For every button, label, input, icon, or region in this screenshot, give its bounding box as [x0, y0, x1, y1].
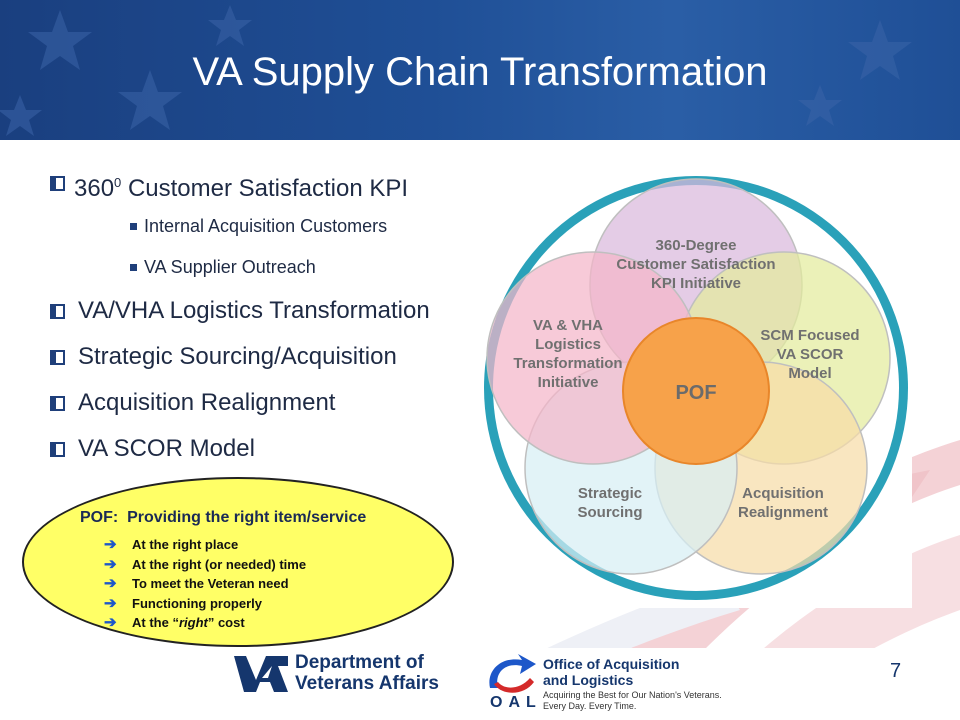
- pof-callout-list: ➔ At the right place ➔ At the right (or ne…: [104, 535, 306, 633]
- va-wordmark: Department of Veterans Affairs: [295, 652, 439, 694]
- sub-bullet-internal: Internal Acquisition Customers: [48, 214, 488, 255]
- sub-bullet-supplier: VA Supplier Outreach: [48, 255, 488, 296]
- bullet-text: 360: [74, 175, 115, 202]
- square-bullet-icon: [130, 223, 137, 230]
- checkbox-bullet-icon: [50, 304, 65, 319]
- oal-line-1: Office of Acquisition: [543, 656, 680, 672]
- bullet-text: VA/VHA Logistics Transformation: [78, 297, 430, 324]
- center-circle: [622, 317, 770, 465]
- pof-item-text: At the right place: [132, 537, 239, 552]
- arrow-right-icon: ➔: [104, 555, 117, 573]
- page-title: VA Supply Chain Transformation: [192, 50, 768, 94]
- title-banner: VA Supply Chain Transformation: [0, 0, 960, 140]
- bullet-text: VA SCOR Model: [78, 435, 255, 462]
- bullet-realignment: Acquisition Realignment: [48, 388, 488, 434]
- bullet-text: Acquisition Realignment: [78, 389, 336, 416]
- arrow-right-icon: ➔: [104, 536, 117, 553]
- sub-bullet-text: Internal Acquisition Customers: [144, 216, 388, 236]
- pof-item-italic: right: [178, 615, 208, 630]
- pof-item: ➔ To meet the Veteran need: [104, 574, 306, 594]
- oal-tagline: Acquiring the Best for Our Nation's Vete…: [543, 690, 722, 712]
- va-line: Department of: [295, 652, 424, 673]
- pof-callout-oval: [22, 477, 454, 647]
- sub-bullet-text: VA Supplier Outreach: [144, 257, 316, 277]
- bullet-list: 3600 Customer Satisfaction KPI Internal …: [48, 168, 488, 480]
- oal-line-2: and Logistics: [543, 672, 634, 688]
- pof-item: ➔ At the right place: [104, 535, 306, 555]
- pof-item: ➔ At the “right” cost: [104, 613, 306, 633]
- arrow-right-icon: ➔: [104, 594, 117, 612]
- footer: [0, 648, 960, 720]
- pof-item-text: Functioning properly: [132, 595, 262, 611]
- pof-item-text: At the right (or needed) time: [132, 556, 307, 572]
- oal-swoosh-logo: [489, 654, 536, 693]
- pof-callout-title: POF: Providing the right item/service: [80, 509, 367, 526]
- bullet-text: Customer Satisfaction KPI: [121, 175, 409, 202]
- bullet-logistics: VA/VHA Logistics Transformation: [48, 296, 488, 342]
- bullet-scor: VA SCOR Model: [48, 434, 488, 480]
- checkbox-bullet-icon: [50, 442, 65, 457]
- bullet-sourcing: Strategic Sourcing/Acquisition: [48, 342, 488, 388]
- va-line: Veterans Affairs: [295, 673, 439, 694]
- pof-item: ➔ Functioning properly: [104, 594, 306, 614]
- arrow-right-icon: ➔: [104, 575, 117, 592]
- pof-item-text: To meet the Veteran need: [132, 576, 289, 591]
- center-label: POF: [675, 382, 716, 404]
- bullet-text: Strategic Sourcing/Acquisition: [78, 343, 397, 370]
- oal-tag-2: Every Day. Every Time.: [543, 701, 637, 711]
- va-seal-logo: [234, 656, 288, 692]
- checkbox-bullet-icon: [50, 176, 65, 191]
- pof-item: ➔ At the right (or needed) time: [104, 555, 306, 575]
- page-number: 7: [890, 660, 902, 682]
- oal-tag-1: Acquiring the Best for Our Nation's Vete…: [543, 690, 722, 700]
- superscript: 0: [114, 175, 122, 190]
- oal-abbreviation: OAL: [490, 694, 542, 711]
- pof-item-text: ” cost: [207, 615, 245, 630]
- square-bullet-icon: [130, 264, 137, 271]
- arrow-right-icon: ➔: [104, 614, 117, 631]
- bullet-kpi: 3600 Customer Satisfaction KPI: [48, 168, 488, 214]
- star-pattern: [0, 5, 912, 136]
- checkbox-bullet-icon: [50, 396, 65, 411]
- pof-item-text: At the “: [132, 615, 179, 630]
- checkbox-bullet-icon: [50, 350, 65, 365]
